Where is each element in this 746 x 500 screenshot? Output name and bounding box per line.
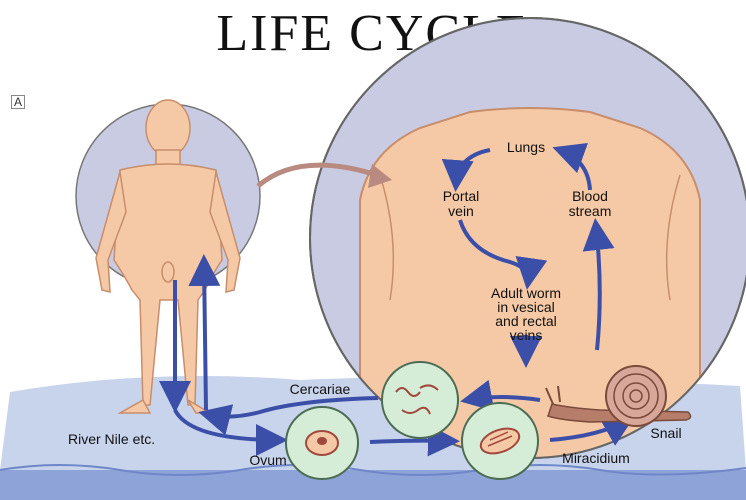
miracidium-label: Miracidium [562,450,630,466]
adult-worm-label-line4: veins [510,327,543,343]
ovum-circle [286,407,358,479]
portal-vein-label-line2: vein [448,203,474,219]
cercariae-circle [382,362,458,438]
snail-label: Snail [650,425,681,441]
magnified-torso [310,18,746,460]
cercariae-label: Cercariae [290,381,351,397]
miracidium-circle [462,403,538,479]
blood-stream-label-line2: stream [569,203,612,219]
blood-stream-label-line1: Blood [572,188,608,204]
portal-vein-label-line1: Portal [443,188,480,204]
ovum-label: Ovum [249,452,286,468]
lungs-label: Lungs [507,139,545,155]
river-nile-label: River Nile etc. [68,431,155,447]
